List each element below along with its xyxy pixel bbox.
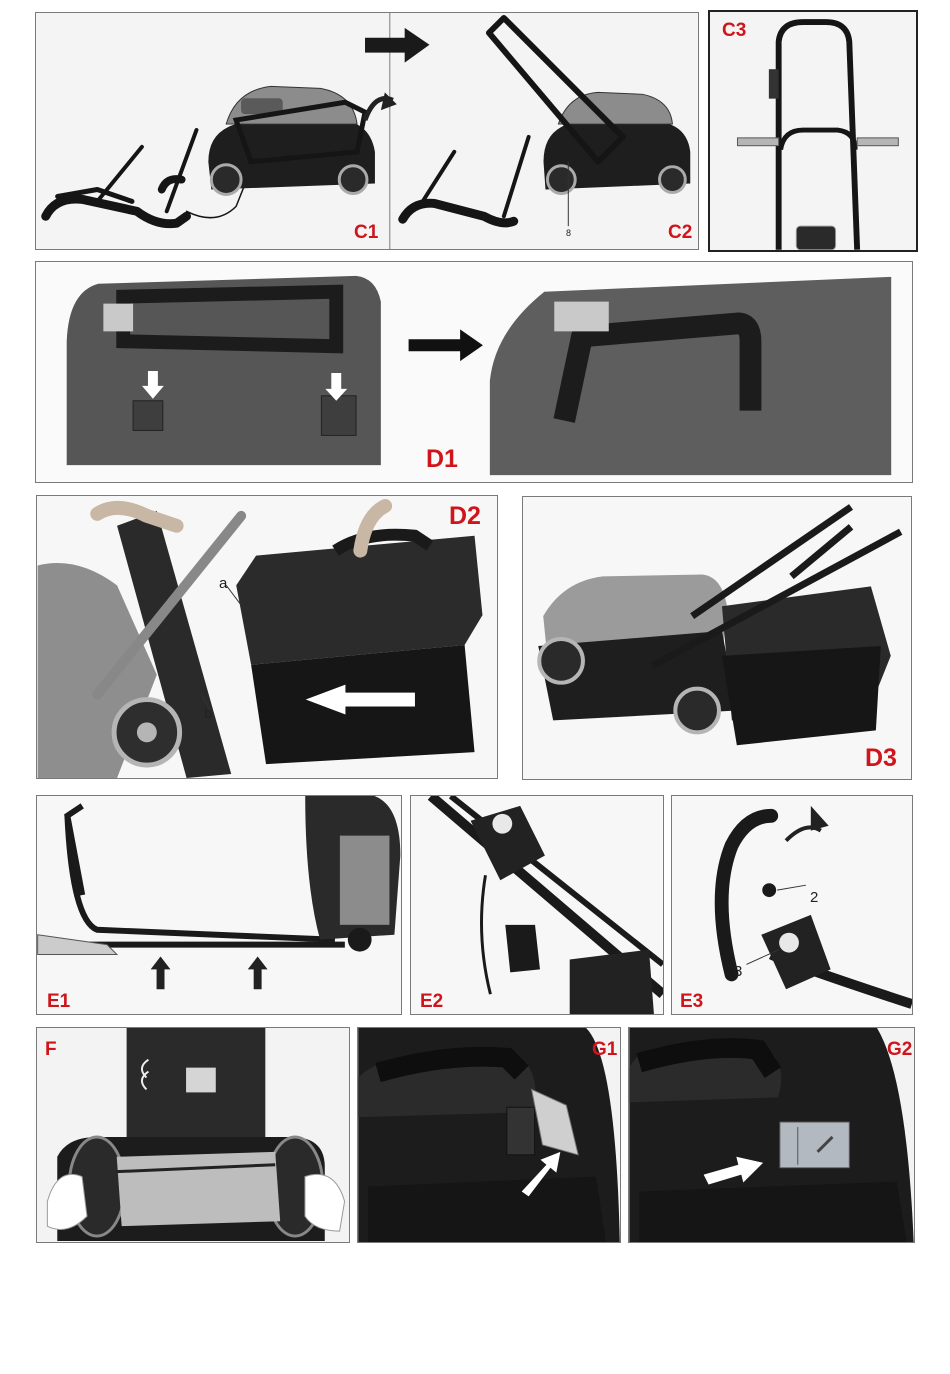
e1-arrow-1 — [151, 957, 171, 990]
figure-label-c2: C2 — [668, 223, 692, 242]
d1-step-arrow — [409, 329, 483, 361]
figure-c3: C3 — [708, 10, 918, 252]
figure-label-d3: D3 — [865, 746, 897, 771]
figure-d3: D3 — [522, 496, 912, 780]
callout-8: 8 — [566, 229, 571, 238]
figure-label-c3: C3 — [722, 21, 746, 40]
d2-illustration — [37, 496, 497, 778]
e3-rotate-arrow — [811, 806, 829, 831]
g1-illustration — [358, 1028, 620, 1242]
figure-label-d1: D1 — [426, 447, 458, 472]
figure-e2: E2 — [410, 795, 664, 1015]
figure-c1-c2: C1 C2 8 — [35, 12, 699, 250]
e1-arrow-2 — [248, 957, 268, 990]
callout-b: b — [204, 706, 212, 721]
figure-g2: G2 — [628, 1027, 915, 1243]
step-arrow-c1-c2 — [365, 28, 429, 63]
figure-e1: E1 — [36, 795, 402, 1015]
figure-d2: D2 a b — [36, 495, 498, 779]
e1-illustration — [37, 796, 401, 1014]
c2-handle-folded — [403, 137, 529, 223]
d1-illustration — [36, 262, 912, 482]
figure-label-d2: D2 — [449, 504, 481, 529]
c3-illustration — [710, 12, 916, 250]
figure-label-f: F — [45, 1040, 57, 1059]
callout-a: a — [219, 576, 227, 591]
figure-label-g1: G1 — [592, 1040, 617, 1059]
callout-2: 2 — [810, 890, 818, 905]
e2-illustration — [411, 796, 663, 1014]
figure-label-c1: C1 — [354, 223, 378, 242]
figure-d1: D1 — [35, 261, 913, 483]
g2-illustration — [629, 1028, 914, 1242]
c1-mower-body — [208, 86, 375, 194]
e3-illustration — [672, 796, 912, 1014]
figure-label-e2: E2 — [420, 992, 443, 1011]
figure-label-e3: E3 — [680, 992, 703, 1011]
figure-label-g2: G2 — [887, 1040, 912, 1059]
figure-label-e1: E1 — [47, 992, 70, 1011]
figure-g1: G1 — [357, 1027, 621, 1243]
figure-f: F — [36, 1027, 350, 1243]
c1-c2-illustration — [36, 13, 698, 249]
d3-illustration — [523, 497, 911, 779]
f-illustration — [37, 1028, 349, 1242]
figure-e3: E3 2 3 — [671, 795, 913, 1015]
callout-3: 3 — [734, 964, 742, 979]
